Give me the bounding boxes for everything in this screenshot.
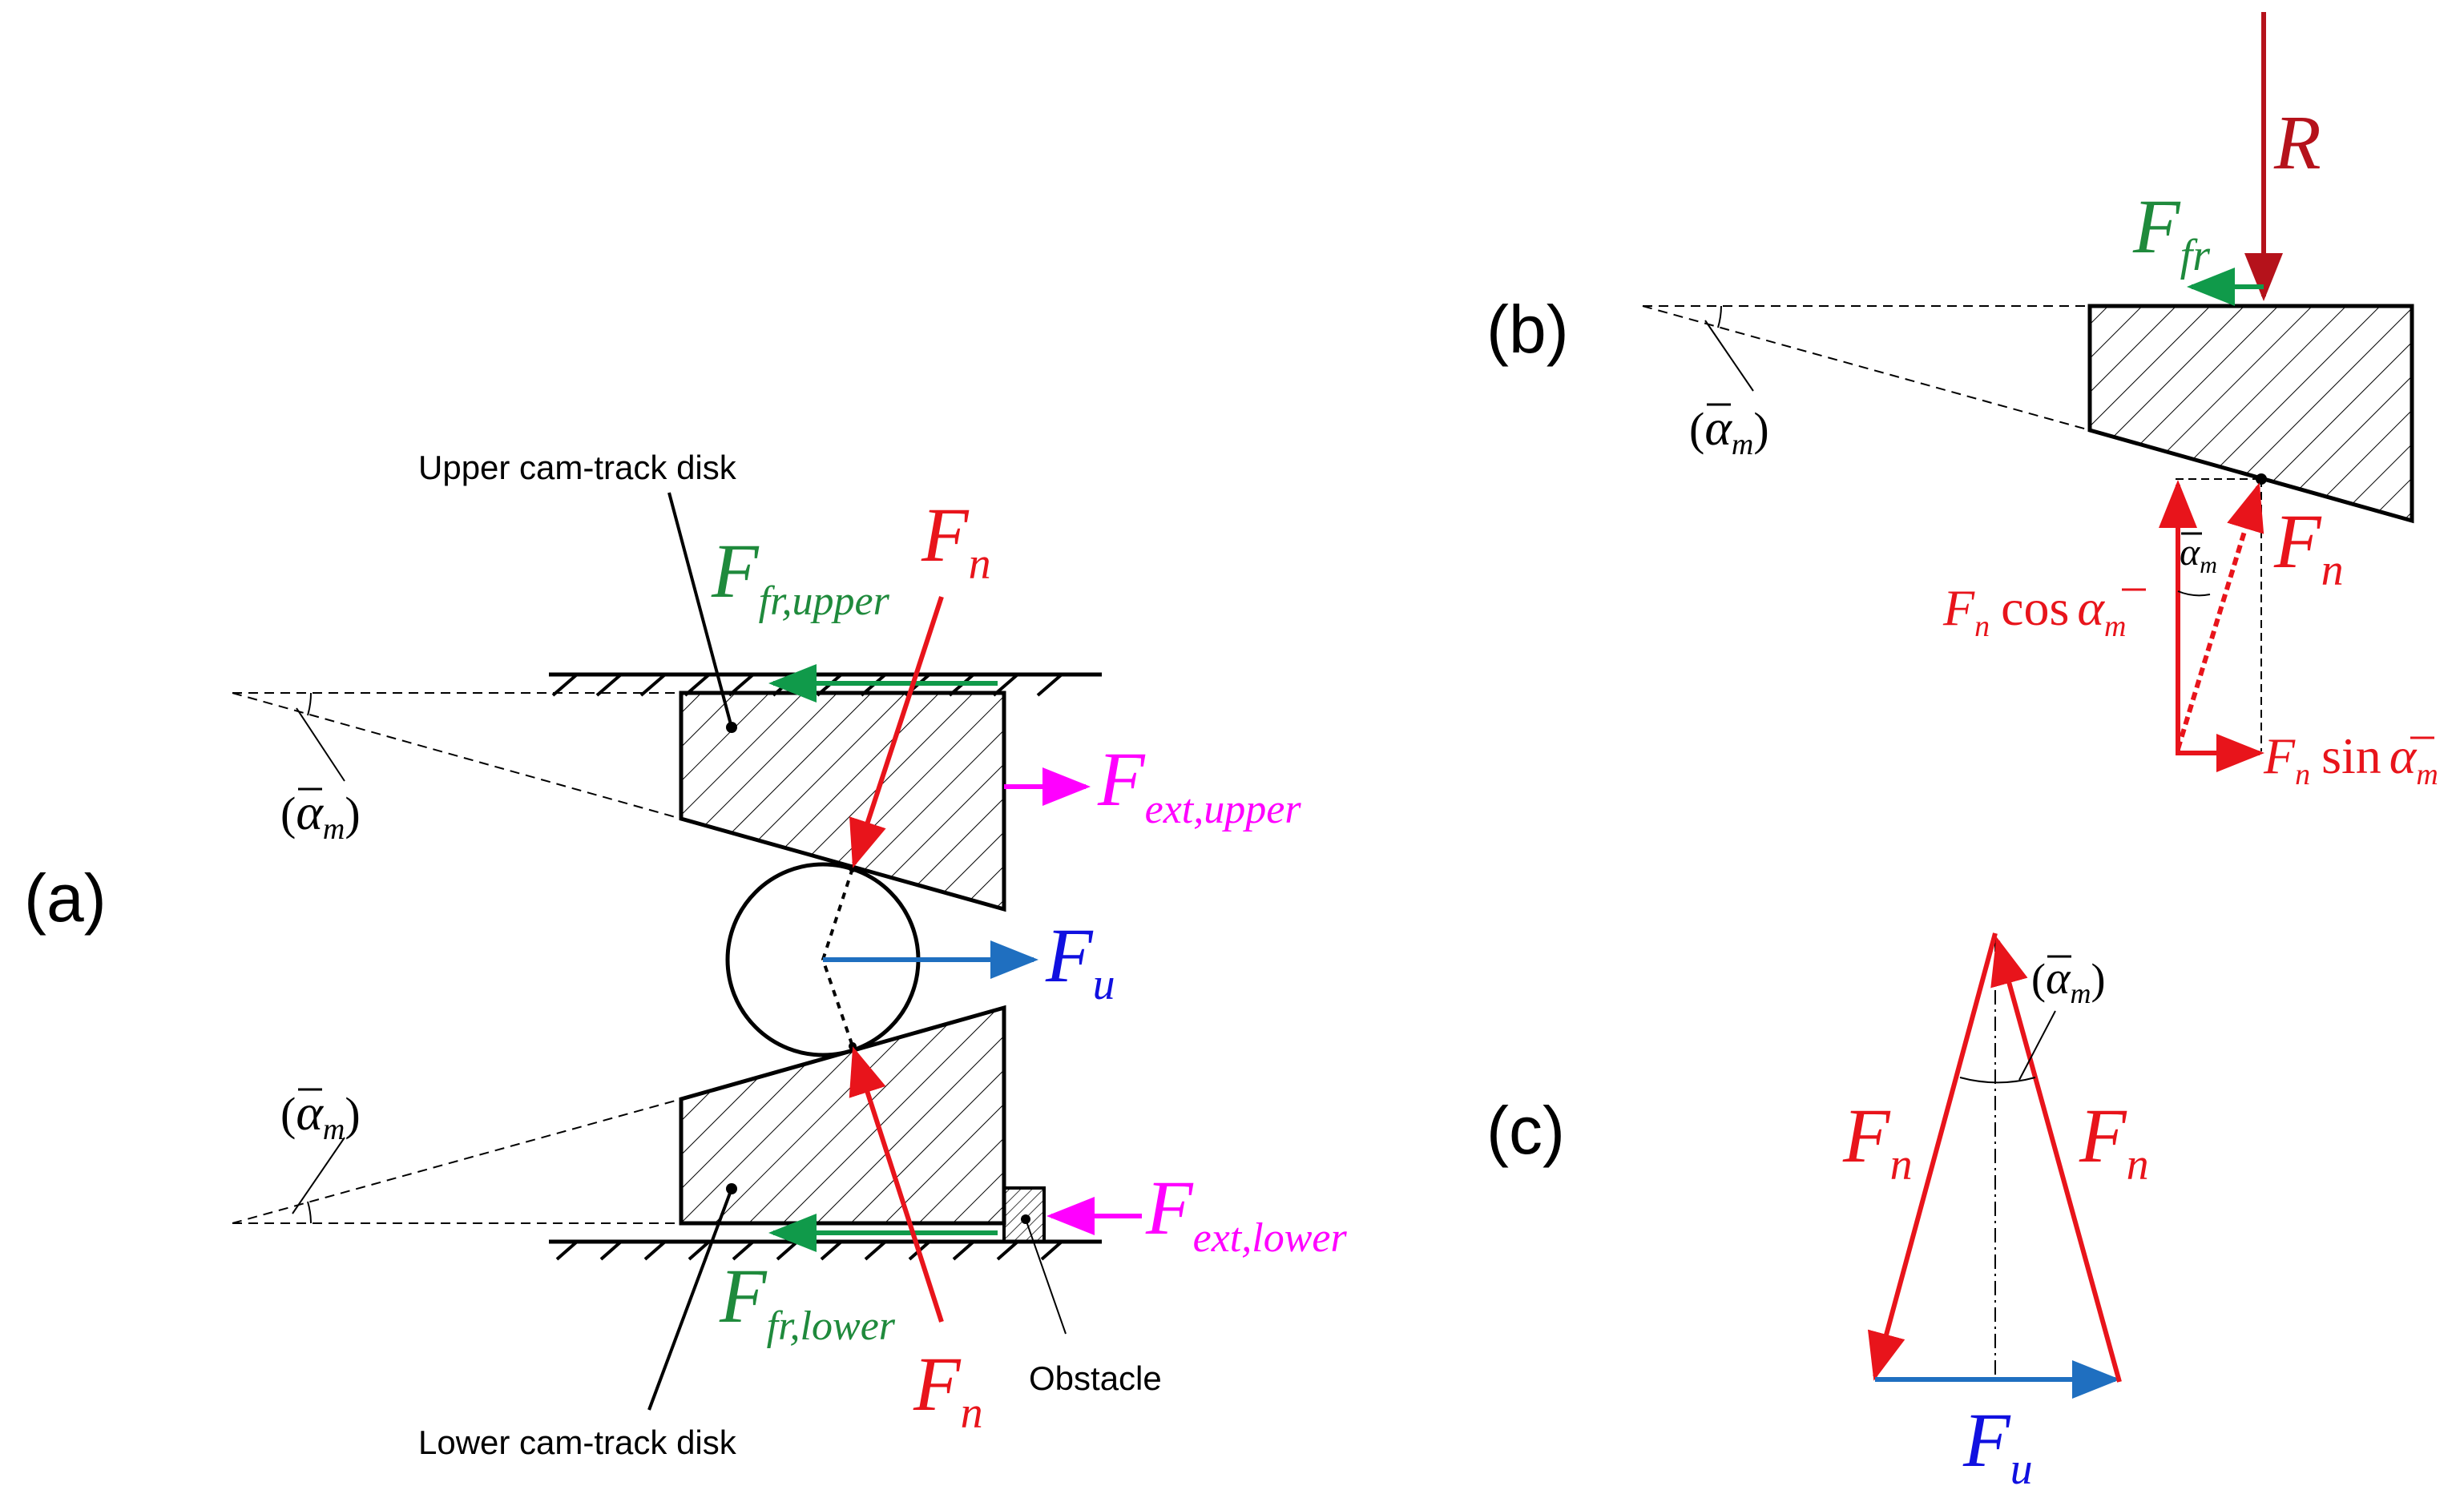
- b-dashed-slope: [1642, 305, 2091, 431]
- lower-friction-label: Ffr,lower: [719, 1253, 896, 1349]
- obstacle-block: [1002, 1186, 1046, 1243]
- upper-angle-arc: [307, 692, 313, 716]
- b-angle-label: (αm): [1689, 399, 1769, 461]
- c-left-normal-force-arrow: [1867, 932, 1998, 1381]
- panel-b: (b) R Ffr αm Fn: [1486, 12, 2438, 791]
- lower-ground: [549, 1239, 1102, 1261]
- lower-disk-label: Lower cam-track disk: [418, 1424, 737, 1461]
- b-angle-leader: [1704, 320, 1754, 392]
- upper-disk-label: Upper cam-track disk: [418, 449, 737, 486]
- lower-normal-force-label: Fn: [913, 1341, 983, 1438]
- b-normal-force-label: Fn: [2273, 498, 2344, 595]
- roller-force-label: Fu: [1045, 912, 1115, 1009]
- b-component-angle-arc: [2177, 590, 2211, 597]
- upper-ground: [549, 672, 1102, 697]
- b-reaction-label: R: [2273, 99, 2321, 185]
- c-roller-force-label: Fu: [1962, 1397, 2033, 1494]
- b-component-angle-label: αm: [2180, 531, 2217, 578]
- lower-disk-leader: [647, 1188, 733, 1411]
- b-normal-force-arrow: [2176, 482, 2264, 750]
- c-angle-leader: [2018, 1010, 2056, 1081]
- lower-external-force-label: Fext,lower: [1145, 1165, 1347, 1261]
- upper-dashed-slope: [232, 692, 682, 819]
- upper-angle-leader: [296, 707, 345, 782]
- b-friction-label: Ffr: [2132, 183, 2210, 280]
- b-angle-arc: [1717, 305, 1722, 328]
- panel-c: (c) (αm) Fn Fn Fu: [1486, 932, 2149, 1494]
- c-angle-arc: [1959, 1077, 2036, 1084]
- c-right-normal-force-arrow: [1990, 936, 2122, 1383]
- upper-normal-force-label: Fn: [921, 492, 991, 589]
- obstacle-leader: [1025, 1218, 1067, 1335]
- panel-c-label: (c): [1486, 1093, 1565, 1168]
- upper-angle-label: (αm): [280, 783, 361, 846]
- lower-angle-arc: [307, 1201, 312, 1224]
- upper-disk-leader: [667, 492, 733, 728]
- lower-normal-force-arrow: [849, 1046, 944, 1323]
- c-angle-label: (αm): [2031, 952, 2105, 1009]
- lower-angle-label: (αm): [280, 1084, 361, 1146]
- upper-normal-force-arrow: [849, 596, 944, 868]
- lower-angle-leader: [292, 1137, 345, 1214]
- obstacle-label: Obstacle: [1029, 1359, 1162, 1397]
- upper-external-force-label: Fext,upper: [1097, 736, 1301, 832]
- panel-a-label: (a): [24, 860, 107, 936]
- upper-cam-track-disk: [679, 691, 1006, 912]
- c-right-normal-force-label: Fn: [2079, 1093, 2149, 1190]
- upper-friction-label: Ffr,upper: [711, 528, 890, 624]
- b-cam-block: [2087, 304, 2414, 524]
- lower-dashed-slope: [232, 1098, 682, 1224]
- c-left-normal-force-label: Fn: [1842, 1093, 1913, 1190]
- panel-b-label: (b): [1486, 292, 1569, 367]
- panel-a: (a): [24, 449, 1347, 1461]
